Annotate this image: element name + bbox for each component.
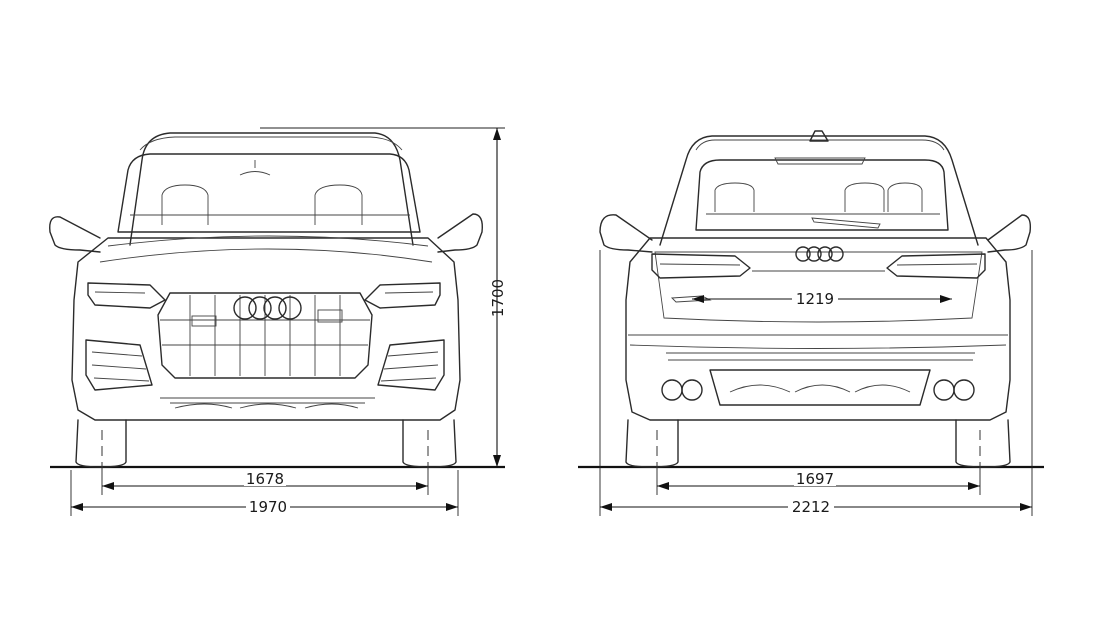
front-track-label: 1678 xyxy=(246,470,284,488)
front-track-dimension: 1678 xyxy=(101,470,429,495)
front-mirror-left xyxy=(49,216,101,253)
rear-greenhouse xyxy=(659,135,979,246)
rear-mirror-left xyxy=(599,214,653,253)
front-mirror-right xyxy=(437,213,483,253)
front-height-label: 1700 xyxy=(489,279,507,317)
front-intake-right xyxy=(377,339,445,391)
rear-brand-rings-icon xyxy=(795,246,844,262)
rear-view-car xyxy=(599,130,1032,470)
rear-wheel-right xyxy=(955,419,1011,468)
rear-opening-dimension: 1219 xyxy=(692,290,952,308)
front-headlight-left xyxy=(87,282,166,309)
front-view-car xyxy=(49,132,483,470)
rear-mirror-right xyxy=(987,214,1032,253)
exhaust-tip-icon xyxy=(661,379,683,401)
rear-width-dimension: 2212 xyxy=(599,250,1033,516)
rear-window xyxy=(695,159,949,231)
roof-antenna-icon xyxy=(809,130,829,142)
front-height-dimension: 1700 xyxy=(260,127,507,467)
brand-rings-icon xyxy=(233,296,302,320)
front-body xyxy=(71,237,461,421)
rear-track-label: 1697 xyxy=(796,470,834,488)
rear-opening-label: 1219 xyxy=(796,290,834,308)
front-intake-left xyxy=(85,339,153,391)
rear-width-label: 2212 xyxy=(792,498,830,516)
front-wheel-right xyxy=(402,419,457,468)
rear-taillight-left xyxy=(651,253,751,279)
exhaust-tip-icon xyxy=(953,379,975,401)
front-grille xyxy=(157,292,373,379)
front-width-label: 1970 xyxy=(249,498,287,516)
front-headlight-right xyxy=(364,282,441,309)
front-width-dimension: 1970 xyxy=(70,470,459,516)
exhaust-tip-icon xyxy=(681,379,703,401)
front-windshield xyxy=(117,153,421,233)
rear-wheel-left xyxy=(625,419,679,468)
rear-diffuser xyxy=(709,369,931,406)
exhaust-tip-icon xyxy=(933,379,955,401)
front-greenhouse xyxy=(129,132,414,246)
rear-taillight-right xyxy=(886,253,986,279)
model-badge-icon xyxy=(670,295,712,303)
rear-body xyxy=(625,237,1011,421)
rear-track-dimension: 1697 xyxy=(656,470,981,495)
front-wheel-left xyxy=(75,419,127,468)
